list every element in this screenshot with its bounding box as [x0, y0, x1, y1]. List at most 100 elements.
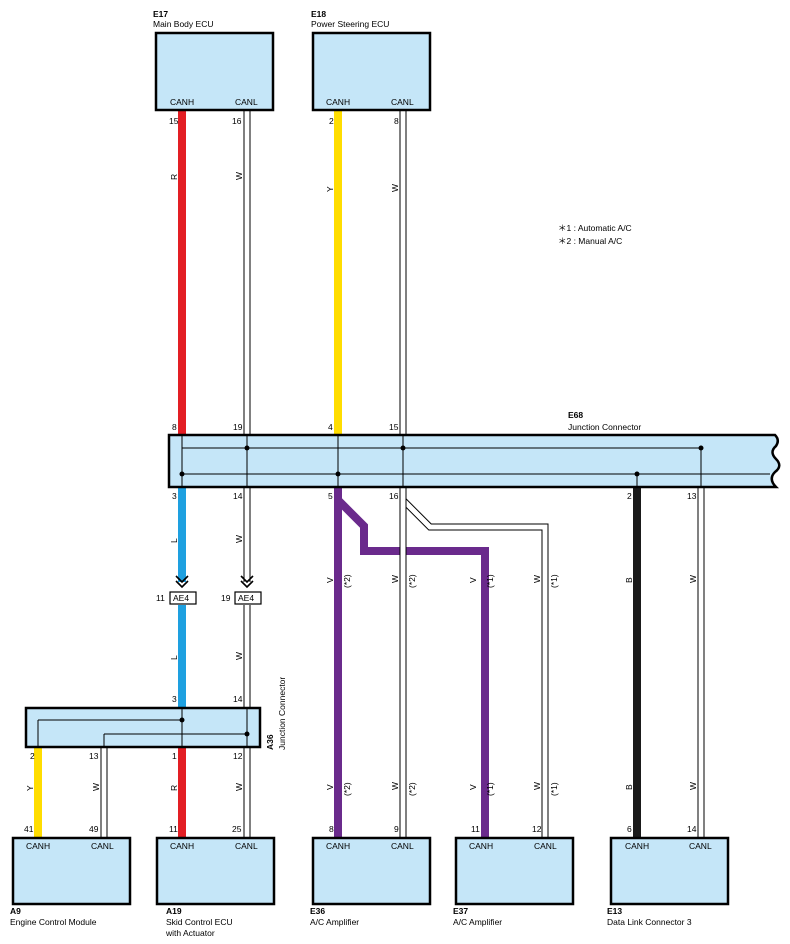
e17-canl-label: CANL: [235, 97, 258, 107]
wc-w-top-2: W: [390, 184, 400, 192]
e18-canl-label: CANL: [391, 97, 414, 107]
wn-e36-w-bot: (*2): [407, 782, 417, 796]
e36-canh-label: CANH: [326, 841, 350, 851]
wire-color-labels: R W Y W L W L W V (*2) W (*2) V (*1) W (…: [25, 172, 698, 796]
e68-name: Junction Connector: [568, 422, 641, 432]
a19-canh-label: CANH: [170, 841, 194, 851]
a9-canl-label: CANL: [91, 841, 114, 851]
wn-e36-v-mid: (*2): [342, 574, 352, 588]
e17-name: Main Body ECU: [153, 19, 213, 29]
connector-ae4-w: AE4 19: [221, 575, 262, 605]
junction-a36: 3 14 2 13 1 12 A36 Junction Connector: [24, 677, 287, 761]
ecu-a19: CANH CANL 11 25 A19 Skid Control ECU wit…: [155, 824, 276, 938]
wc-y-top: Y: [325, 186, 335, 192]
wires: [34, 111, 705, 837]
wc-w-a19: W: [234, 783, 244, 791]
a36-code: A36: [265, 734, 275, 750]
a9-pin-canl: 49: [89, 824, 99, 834]
a19-code: A19: [166, 906, 182, 916]
a9-name: Engine Control Module: [10, 917, 97, 927]
e36-canl-label: CANL: [391, 841, 414, 851]
e37-name: A/C Amplifier: [453, 917, 502, 927]
wc-w-top-1: W: [234, 172, 244, 180]
e36-code: E36: [310, 906, 325, 916]
a9-pin-canh: 41: [24, 824, 34, 834]
e37-canh-label: CANH: [469, 841, 493, 851]
wc-r-top: R: [169, 174, 179, 180]
wn-e36-v-bot: (*2): [342, 782, 352, 796]
wn-e37-w-bot: (*1): [549, 782, 559, 796]
a19-name-2: with Actuator: [165, 928, 215, 938]
a19-name: Skid Control ECU: [166, 917, 233, 927]
wn-e36-w-mid: (*2): [407, 574, 417, 588]
wc-w-a9: W: [91, 783, 101, 791]
e17-pin-canl: 16: [232, 116, 242, 126]
e37-pin-canh: 11: [471, 824, 480, 834]
wc-v-e36-mid: V: [325, 577, 335, 583]
ecu-e18: E18 Power Steering ECU CANH CANL 2 8: [311, 9, 432, 126]
a36-name: Junction Connector: [277, 677, 287, 750]
a36-pin-b3: 1: [172, 751, 177, 761]
a9-code: A9: [10, 906, 21, 916]
e68-code: E68: [568, 410, 583, 420]
ecu-e17: E17 Main Body ECU CANH CANL 15 16: [153, 9, 275, 126]
wc-v-e36-bot: V: [325, 784, 335, 790]
e18-name: Power Steering ECU: [311, 19, 389, 29]
e13-pin-canl: 14: [687, 824, 697, 834]
wc-v-e37-bot: V: [468, 784, 478, 790]
e18-code: E18: [311, 9, 326, 19]
e13-name: Data Link Connector 3: [607, 917, 692, 927]
wc-w-e36-mid: W: [390, 575, 400, 583]
e17-pin-canh: 15: [169, 116, 179, 126]
ae4-w-label: AE4: [238, 593, 254, 603]
ae4-l-label: AE4: [173, 593, 189, 603]
wn-e37-v-bot: (*1): [485, 782, 495, 796]
e68-pin-t2: 19: [233, 422, 243, 432]
ecu-e13: CANH CANL 6 14 E13 Data Link Connector 3: [607, 824, 730, 927]
wc-w-e37-mid: W: [532, 575, 542, 583]
notes: ＊1 : Automatic A/C ＊2 : Manual A/C: [558, 223, 632, 246]
e68-pin-b4: 16: [389, 491, 399, 501]
wc-b-bot: B: [624, 784, 634, 790]
wc-w-mid-2: W: [234, 652, 244, 660]
e37-canl-label: CANL: [534, 841, 557, 851]
wc-b-mid: B: [624, 577, 634, 583]
e17-code: E17: [153, 9, 168, 19]
a36-pin-b1: 2: [30, 751, 35, 761]
wn-e37-w-mid: (*1): [549, 574, 559, 588]
ecu-e36: CANH CANL 8 9 E36 A/C Amplifier: [310, 824, 432, 927]
e18-pin-canl: 8: [394, 116, 399, 126]
e18-pin-canh: 2: [329, 116, 334, 126]
a36-pin-t2: 14: [233, 694, 243, 704]
e68-pin-b3: 5: [328, 491, 333, 501]
e18-canh-label: CANH: [326, 97, 350, 107]
e13-canh-label: CANH: [625, 841, 649, 851]
e37-pin-canl: 12: [532, 824, 542, 834]
wc-w-e37-bot: W: [532, 782, 542, 790]
e13-canl-label: CANL: [689, 841, 712, 851]
e68-pin-b2: 14: [233, 491, 243, 501]
e68-pin-b6: 13: [687, 491, 697, 501]
a36-pin-b2: 13: [89, 751, 99, 761]
ecu-a9: CANH CANL 41 49 A9 Engine Control Module: [10, 824, 132, 927]
e17-canh-label: CANH: [170, 97, 194, 107]
e68-pin-b5: 2: [627, 491, 632, 501]
note-1: ＊1 : Automatic A/C: [558, 223, 632, 233]
e13-code: E13: [607, 906, 622, 916]
wc-w-mid-1: W: [234, 535, 244, 543]
junction-e68: E68 Junction Connector 8 19 4 15 3 14 5 …: [167, 410, 781, 501]
wc-l-2: L: [169, 655, 179, 660]
a19-pin-canl: 25: [232, 824, 242, 834]
wc-w-e36-bot: W: [390, 782, 400, 790]
a19-pin-canh: 11: [169, 824, 178, 834]
e68-pin-t1: 8: [172, 422, 177, 432]
a19-canl-label: CANL: [235, 841, 258, 851]
e68-pin-t4: 15: [389, 422, 399, 432]
e37-code: E37: [453, 906, 468, 916]
wn-e37-v-mid: (*1): [485, 574, 495, 588]
wc-l-1: L: [169, 538, 179, 543]
a36-pin-b4: 12: [233, 751, 243, 761]
wc-w-e13-bot: W: [688, 782, 698, 790]
e36-name: A/C Amplifier: [310, 917, 359, 927]
